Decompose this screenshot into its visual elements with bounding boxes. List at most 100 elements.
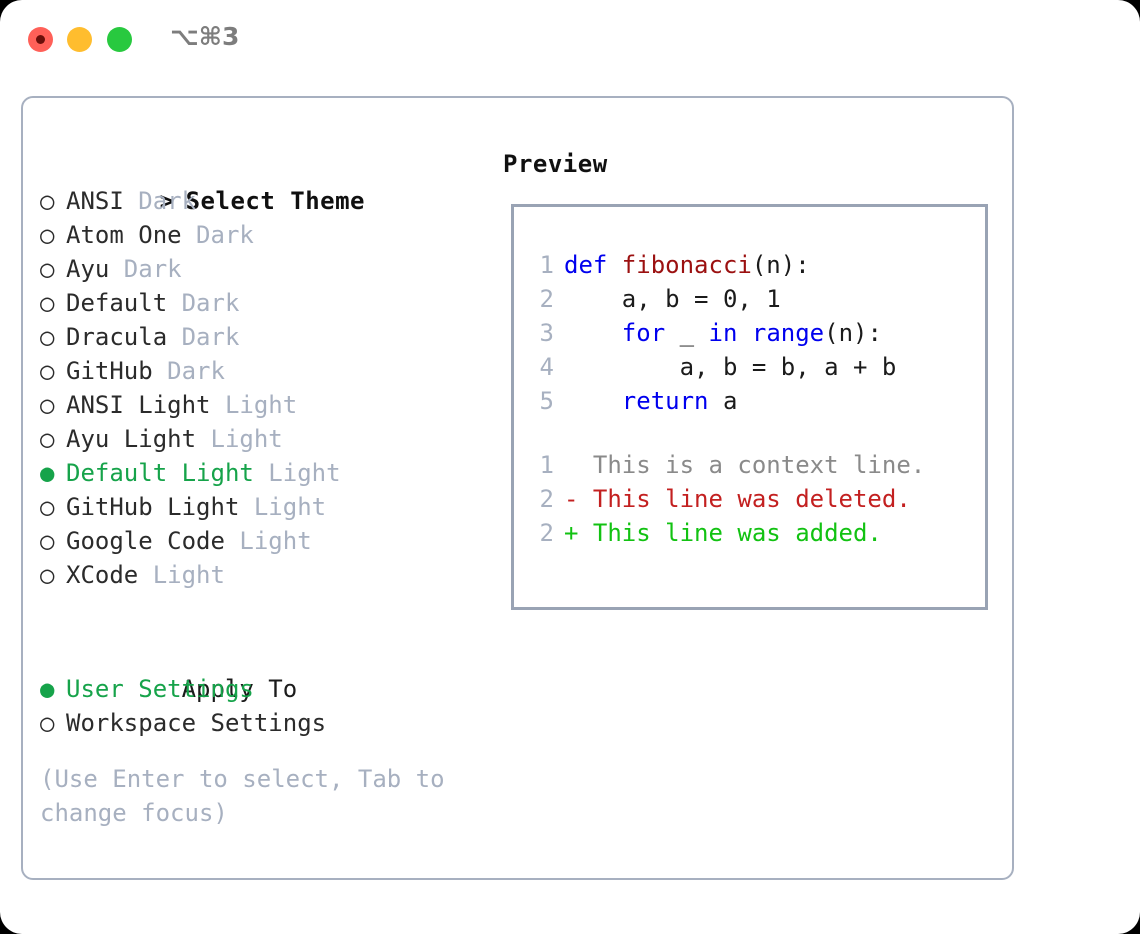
code-line: 3 for _ in range(n): [526,316,981,350]
diff-line-deleted: 2 - This line was deleted. [526,482,981,516]
code-token [564,319,622,347]
radio-unselected-icon: ○ [40,187,55,215]
theme-option-ansi[interactable]: ○ ANSI Dark [40,184,500,218]
code-token: (n): [824,319,882,347]
theme-option-google-code[interactable]: ○ Google Code Light [40,524,500,558]
diff-line-context: 1 This is a context line. [526,448,981,482]
radio-unselected-icon: ○ [40,527,55,555]
theme-option-variant-tag: Dark [167,289,240,317]
theme-list: >Select Theme ○ANSI Dark○Atom One Dark○A… [40,150,500,740]
code-token: for [621,319,666,347]
diff-line-number: 2 [539,485,554,513]
close-button[interactable] [28,27,53,52]
code-token: fibonacci [621,251,752,279]
theme-option-variant-tag: Light [210,391,298,419]
theme-option-list: ○ANSI Dark○Atom One Dark○Ayu Dark○Defaul… [40,184,500,592]
apply-to-label: Apply To [181,675,298,703]
theme-option-github[interactable]: ○ GitHub Dark [40,354,500,388]
theme-option-variant-tag: Light [224,527,312,555]
theme-option-variant-tag: Light [253,459,341,487]
theme-option-atom-one[interactable]: ○Atom One Dark [40,218,500,252]
diff-line-number: 1 [539,451,554,479]
maximize-button[interactable] [107,27,132,52]
theme-option-ansi-light[interactable]: ○ ANSI Light Light [40,388,500,422]
theme-option-variant-tag: Light [138,561,225,589]
theme-option-name: Ayu Light [66,425,197,453]
code-token: range [751,319,825,347]
select-theme-label: Select Theme [185,187,365,215]
code-diff-separator [526,418,981,448]
theme-picker-panel: >Select Theme ○ANSI Dark○Atom One Dark○A… [21,96,1014,880]
code-token: a [708,387,738,415]
code-line: 1 def fibonacci(n): [526,248,981,282]
theme-option-dracula[interactable]: ○Dracula Dark [40,320,500,354]
radio-unselected-icon: ○ [40,323,55,351]
prompt-caret-icon: > [159,187,175,215]
diff-line-text: This is a context line. [564,451,926,479]
theme-option-variant-tag: Dark [181,221,254,249]
diff-line-text: + This line was added. [564,519,882,547]
code-line-text: a, b = 0, 1 [564,285,781,313]
preview-heading: Preview [503,150,608,178]
theme-option-variant-tag: Dark [123,187,197,215]
theme-option-variant-tag: Dark [152,357,225,385]
apply-to-option-list: ● User Settings ○ Workspace Settings [40,672,500,740]
theme-option-name: Google Code [66,527,225,555]
theme-option-github-light[interactable]: ○GitHub Light Light [40,490,500,524]
theme-option-name: Default Light [66,459,254,487]
list-spacer [40,592,500,638]
theme-option-ayu[interactable]: ○Ayu Dark [40,252,500,286]
theme-option-variant-tag: Dark [109,255,182,283]
apply-to-option-name: User Settings [66,675,254,703]
code-token: in [708,319,738,347]
theme-option-variant-tag: Dark [167,323,240,351]
code-token [564,387,622,415]
code-token: def [564,251,622,279]
code-token: (n): [751,251,810,279]
apply-to-option-name: Workspace Settings [66,709,327,737]
radio-unselected-icon: ○ [40,493,55,521]
theme-option-name: GitHub Light [66,493,240,521]
radio-selected-icon: ● [40,459,55,487]
diff-line-number: 2 [539,519,554,547]
code-line-number: 2 [539,285,554,313]
code-line-text: a, b = b, a + b [564,353,897,381]
code-line: 2 a, b = 0, 1 [526,282,981,316]
radio-unselected-icon: ○ [40,289,55,317]
code-line: 4 a, b = b, a + b [526,350,981,384]
theme-option-name: Ayu [66,255,110,283]
apply-to-option-workspace-settings[interactable]: ○ Workspace Settings [40,706,500,740]
diff-line-added: 2 + This line was added. [526,516,981,550]
minimize-button[interactable] [67,27,92,52]
radio-unselected-icon: ○ [40,357,55,385]
code-line-text: return a [564,387,738,415]
theme-option-name: ANSI [66,187,124,215]
code-line-number: 3 [539,319,554,347]
theme-option-default[interactable]: ○Default Dark [40,286,500,320]
radio-selected-icon: ● [40,675,55,703]
code-line-text: for _ in range(n): [564,319,882,347]
keyboard-hint: (Use Enter to select, Tab to change focu… [40,765,460,827]
radio-unselected-icon: ○ [40,391,55,419]
theme-option-default-light[interactable]: ● Default Light Light [40,456,500,490]
select-theme-header: > Select Theme [40,150,500,215]
code-token: a, b = b, a + b [564,353,897,381]
window-titlebar: ⌥⌘3 [0,0,1140,78]
code-token: a, b = 0, 1 [564,285,781,313]
window-title: ⌥⌘3 [170,22,240,51]
theme-option-ayu-light[interactable]: ○Ayu Light Light [40,422,500,456]
code-line-number: 5 [539,387,554,415]
radio-unselected-icon: ○ [40,425,55,453]
theme-option-name: GitHub [66,357,153,385]
radio-unselected-icon: ○ [40,709,55,737]
apply-to-option-user-settings[interactable]: ● User Settings [40,672,500,706]
diff-line-text: - This line was deleted. [564,485,911,513]
theme-option-name: ANSI Light [66,391,211,419]
theme-option-xcode[interactable]: ○XCode Light [40,558,500,592]
code-line-number: 1 [539,251,554,279]
radio-unselected-icon: ○ [40,561,55,589]
apply-to-label-row: ○Apply To [40,638,500,703]
